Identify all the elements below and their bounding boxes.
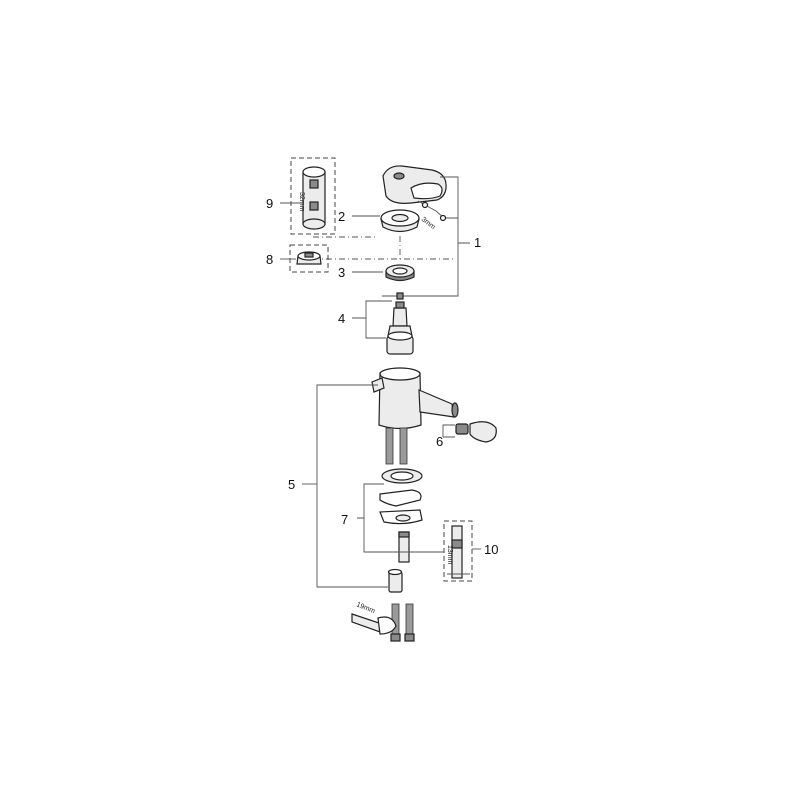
fastening-nut — [387, 568, 403, 593]
callout-9: 9 — [266, 196, 273, 211]
tool-box-10 — [443, 520, 473, 582]
callout-7: 7 — [341, 512, 348, 527]
supply-hoses — [385, 427, 408, 465]
tool-10-dimension: 13mm — [446, 545, 453, 565]
wrench-dimension: 19mm — [355, 601, 376, 615]
diverter-nozzle — [455, 421, 497, 443]
cartridge — [386, 292, 414, 355]
callout-1: 1 — [474, 235, 481, 250]
tool-box-8 — [289, 244, 329, 273]
cover-cap — [380, 209, 420, 233]
callout-5: 5 — [288, 477, 295, 492]
socket-tool-13mm: 13mm — [446, 525, 470, 579]
mounting-bracket — [379, 489, 423, 525]
callout-6: 6 — [436, 434, 443, 449]
socket-tool-dimension: 32mm — [298, 192, 305, 212]
faucet-body — [371, 367, 459, 430]
hex-key-dimension: 3mm — [420, 216, 437, 231]
retaining-nut — [385, 264, 415, 282]
callout-3: 3 — [338, 265, 345, 280]
mounting-ring — [381, 468, 423, 484]
tool-box-9 — [290, 157, 336, 235]
bracket-1 — [382, 176, 470, 297]
adapter-insert — [296, 251, 322, 265]
wrench-19mm: 19mm — [351, 601, 397, 635]
callout-2: 2 — [338, 209, 345, 224]
socket-tool-32mm: 32mm — [298, 166, 326, 230]
lever-handle — [382, 165, 447, 204]
hex-key-3mm: 3mm — [417, 200, 447, 231]
callout-10: 10 — [484, 542, 498, 557]
callout-8: 8 — [266, 252, 273, 267]
threaded-rod — [398, 531, 410, 563]
callout-4: 4 — [338, 311, 345, 326]
